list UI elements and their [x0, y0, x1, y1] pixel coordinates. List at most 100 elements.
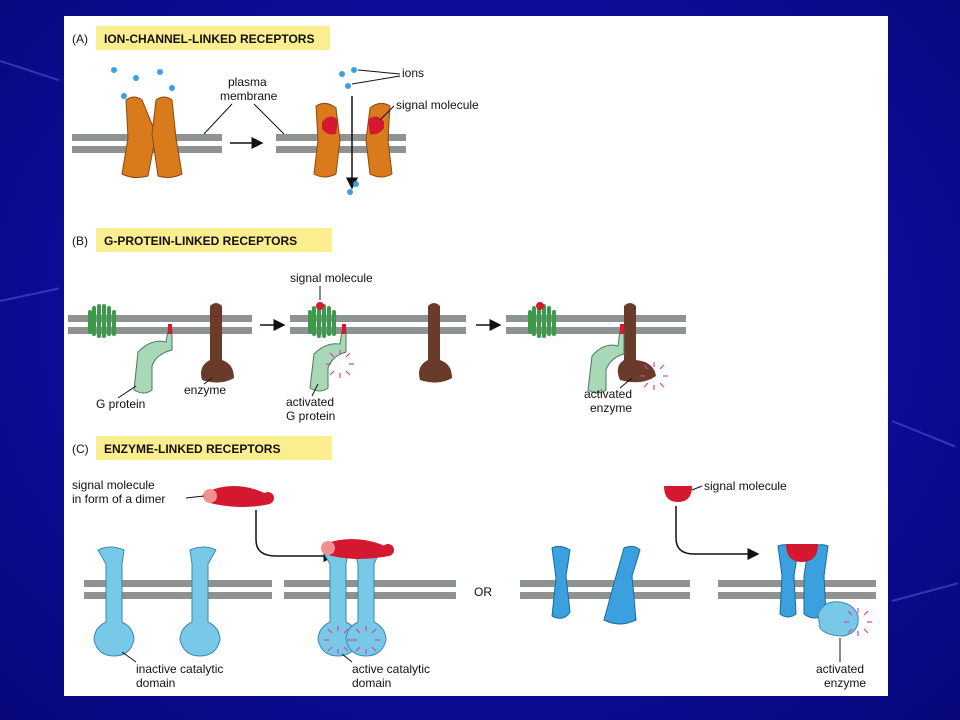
- panel-c-letter: (C): [72, 442, 89, 456]
- or-label: OR: [474, 585, 492, 599]
- panel-c: (C) ENZYME-LINKED RECEPTORS signal molec…: [72, 436, 876, 690]
- activated-enzyme-label-c-2: enzyme: [824, 676, 866, 690]
- bound-signal-molecule: [368, 116, 384, 135]
- ion: [133, 75, 139, 81]
- bound-signal-molecule: [786, 544, 818, 562]
- transition-arrow: [255, 510, 336, 562]
- panel-c-title: ENZYME-LINKED RECEPTORS: [104, 442, 280, 456]
- receptor-subunit: [777, 544, 799, 618]
- ion: [353, 181, 359, 187]
- dimer-subunit: [382, 544, 394, 556]
- dimer-subunit: [321, 541, 335, 555]
- panel-b: (B) G-PROTEIN-LINKED RECEPTORS G protein…: [68, 228, 686, 423]
- activated-g-protein-label-1: activated: [286, 395, 334, 409]
- transition-arrow: [675, 506, 760, 560]
- panel-b-title: G-PROTEIN-LINKED RECEPTORS: [104, 234, 297, 248]
- dimer-signal-molecule: [204, 486, 271, 507]
- bound-signal-molecule: [322, 116, 338, 135]
- receptor-subunit: [551, 545, 571, 619]
- receptor-subunit: [603, 545, 641, 625]
- membrane-layer: [68, 327, 252, 334]
- signal-molecule-label-c: signal molecule: [704, 479, 787, 493]
- enzyme: [419, 303, 452, 383]
- signal-molecule-label: signal molecule: [396, 98, 479, 112]
- inactive-domain-label-2: domain: [136, 676, 175, 690]
- membrane-layer: [506, 327, 686, 334]
- signal-molecule: [664, 486, 692, 502]
- signal-molecule: [316, 302, 324, 310]
- g-protein-label: G protein: [96, 397, 145, 411]
- ion: [121, 93, 127, 99]
- pointer-line: [203, 103, 233, 135]
- bound-dimer-signal: [322, 539, 389, 559]
- pointer-line: [341, 653, 353, 663]
- enzyme-label: enzyme: [184, 383, 226, 397]
- ion: [111, 67, 117, 73]
- signal-molecule: [536, 302, 544, 310]
- active-domain-label-1: active catalytic: [352, 662, 430, 676]
- pointer-line: [253, 103, 285, 135]
- dimer-subunit: [262, 492, 274, 504]
- pointer-line: [351, 75, 401, 85]
- inactive-domain-label-1: inactive catalytic: [136, 662, 223, 676]
- activated-enzyme: [617, 303, 656, 383]
- ion: [347, 189, 353, 195]
- panel-c-title-box: [96, 436, 332, 460]
- ion: [169, 85, 175, 91]
- activated-enzyme-label-2: enzyme: [590, 401, 632, 415]
- activated-enzyme-label-c-1: activated: [816, 662, 864, 676]
- g-protein-anchor: [168, 324, 172, 334]
- membrane-layer: [276, 146, 406, 153]
- panel-a-title: ION-CHANNEL-LINKED RECEPTORS: [104, 32, 314, 46]
- g-protein-anchor: [342, 324, 346, 334]
- membrane-layer: [506, 315, 686, 322]
- pointer-line: [357, 69, 401, 75]
- ions-label: ions: [402, 66, 424, 80]
- g-protein: [133, 329, 173, 394]
- panel-a-letter: (A): [72, 32, 88, 46]
- enzyme: [201, 303, 234, 383]
- inactive-receptor-monomer: [93, 546, 135, 657]
- pointer-line: [121, 651, 137, 663]
- inactive-receptor-monomer: [179, 546, 221, 657]
- receptor-diagram: (A) ION-CHANNEL-LINKED RECEPTORS plasma …: [68, 26, 876, 690]
- pointer-line: [691, 485, 703, 491]
- activated-enzyme: [817, 601, 859, 637]
- ion: [351, 67, 357, 73]
- membrane-layer: [520, 580, 690, 587]
- pointer-line: [185, 495, 205, 499]
- activated-g-protein: [309, 329, 347, 392]
- dimer-label-2: in form of a dimer: [72, 492, 165, 506]
- membrane-layer: [276, 134, 406, 141]
- membrane-layer: [290, 327, 466, 334]
- panel-b-letter: (B): [72, 234, 88, 248]
- activated-g-protein-label-2: G protein: [286, 409, 335, 423]
- membrane-layer: [84, 580, 272, 587]
- background-streak: [891, 420, 956, 448]
- closed-ion-channel-left: [121, 96, 157, 179]
- closed-ion-channel-right: [151, 96, 183, 179]
- g-protein: [587, 329, 625, 394]
- membrane-layer: [718, 592, 876, 599]
- ion: [345, 83, 351, 89]
- g-protein-anchor: [620, 324, 624, 334]
- background-streak: [0, 287, 59, 302]
- panel-a: (A) ION-CHANNEL-LINKED RECEPTORS plasma …: [72, 26, 479, 195]
- membrane-label: membrane: [220, 89, 278, 103]
- plasma-label: plasma: [228, 75, 267, 89]
- membrane-layer: [290, 315, 466, 322]
- panel-b-title-box: [96, 228, 332, 252]
- panel-a-title-box: [96, 26, 330, 50]
- activated-enzyme-label-1: activated: [584, 387, 632, 401]
- pointer-line: [619, 377, 633, 389]
- pointer-line: [117, 385, 137, 399]
- open-ion-channel-right: [365, 102, 393, 178]
- background-streak: [0, 60, 60, 82]
- dimer-subunit: [203, 489, 217, 503]
- ion: [339, 71, 345, 77]
- membrane-layer: [718, 580, 876, 587]
- membrane-layer: [68, 315, 252, 322]
- pointer-line: [311, 383, 319, 397]
- signal-molecule-label: signal molecule: [290, 271, 373, 285]
- membrane-layer: [84, 592, 272, 599]
